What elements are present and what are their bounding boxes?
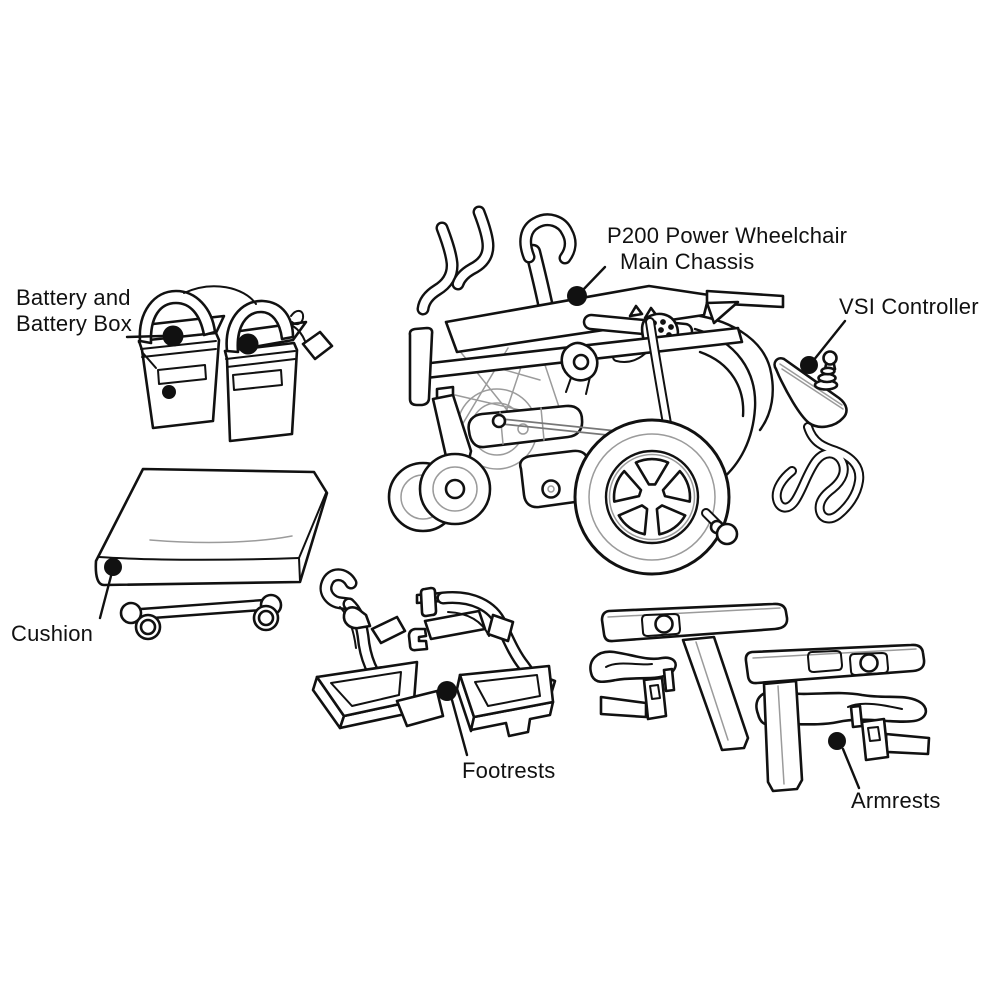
callout-dot-footrests — [437, 681, 457, 701]
callout-dot-vsi — [800, 356, 818, 374]
label-battery-line1: Battery and — [16, 285, 131, 310]
label-cushion: Cushion — [11, 621, 94, 646]
label-battery: Battery and Battery Box — [16, 285, 132, 337]
battery-tag — [301, 330, 334, 361]
leader-battery — [125, 334, 164, 339]
seat-rod-drawing — [119, 593, 283, 641]
callout-dot-battery-1 — [162, 325, 184, 347]
label-footrests: Footrests — [462, 758, 556, 783]
callout-dot-battery-2 — [237, 333, 259, 355]
cushion-drawing — [94, 467, 329, 641]
battery-strap-right — [225, 299, 295, 354]
label-armrests: Armrests — [851, 788, 941, 813]
armrest-pad-left — [600, 602, 789, 643]
vsi-controller-drawing — [771, 350, 865, 524]
callout-dot-cushion — [104, 558, 122, 576]
label-chassis-line1: P200 Power Wheelchair — [607, 223, 848, 248]
battery-and-battery-box-drawing — [137, 285, 334, 443]
main-chassis-drawing — [387, 205, 785, 576]
callout-dot-chassis — [567, 286, 587, 306]
label-vsi: VSI Controller — [839, 294, 979, 319]
callout-dot-armrests — [828, 732, 846, 750]
label-chassis: P200 Power Wheelchair Main Chassis — [607, 223, 847, 275]
armrests-drawing — [589, 602, 931, 793]
callout-dots — [104, 286, 846, 750]
anti-tip-wheel — [715, 522, 739, 546]
battery-box-knob — [162, 385, 176, 399]
joystick-knob — [822, 350, 838, 366]
leader-footrests — [450, 698, 469, 757]
leader-lines — [98, 265, 861, 790]
armrest-post-left — [681, 635, 750, 752]
battery-strap-left — [138, 289, 217, 345]
leader-vsi — [811, 319, 847, 363]
leader-chassis — [579, 265, 607, 294]
drive-wheel — [573, 418, 731, 576]
leader-cushion — [98, 574, 113, 620]
label-battery-line2: Battery Box — [16, 311, 132, 336]
footrests-drawing — [311, 568, 557, 738]
leader-armrests — [841, 747, 861, 790]
label-chassis-line2: Main Chassis — [620, 249, 755, 274]
foot-plate-right — [458, 664, 555, 719]
